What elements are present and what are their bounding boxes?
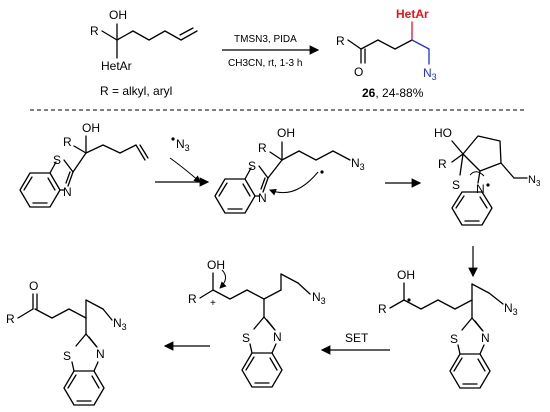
mech-substrate: S N R OH — [19, 121, 149, 208]
mech6-n-label: N — [96, 347, 105, 361]
general-product: R O HetAr N3 — [336, 7, 437, 82]
mech-ketyl-radical: R OH N3 S N — [378, 268, 518, 389]
ketyl-radical-dot — [407, 298, 411, 302]
mech4-n3-label: N3 — [504, 301, 518, 317]
mech4-n-label: N — [481, 331, 490, 345]
mech1-r-label: R — [63, 135, 72, 149]
mech1-n-label: N — [63, 185, 72, 199]
mech-radical-intermediate: S N R OH N3 — [214, 126, 365, 214]
mech-cyclic-intermediate: HO R N3 S N — [434, 126, 541, 226]
mech2-s-label: S — [248, 159, 256, 173]
mech3-n-label: N — [476, 182, 485, 196]
substrate-r-label: R — [90, 24, 99, 38]
azide-radical-dot — [171, 137, 175, 141]
reagents-bottom: CH3CN, rt, 1-3 h — [228, 58, 302, 69]
set-label: SET — [345, 331, 369, 345]
mech1-s-label: S — [53, 153, 61, 167]
mech4-s-label: S — [450, 332, 458, 346]
mech6-o-label: O — [29, 279, 38, 293]
mech4-r-label: R — [378, 302, 387, 316]
mech6-n3-label: N3 — [113, 316, 127, 332]
azide-radical-label: N3 — [176, 137, 190, 153]
mech3-n3-label: N3 — [528, 174, 541, 188]
mech5-oh-label: OH — [207, 258, 225, 272]
substrate-oh-label: OH — [109, 8, 127, 22]
mech2-n3-label: N3 — [351, 156, 365, 172]
carbon-radical-dot — [320, 170, 324, 174]
n-radical-dot — [486, 183, 490, 187]
mech2-r-label: R — [258, 141, 267, 155]
mech5-n-label: N — [273, 330, 282, 344]
product-n3-label: N3 — [423, 66, 437, 82]
substrate-hetar-label: HetAr — [101, 59, 132, 73]
mech5-n3-label: N3 — [312, 290, 326, 306]
ring-opening-curve — [469, 171, 485, 177]
mech6-r-label: R — [6, 312, 15, 326]
mech1-oh-label: OH — [82, 121, 100, 135]
mech-product: R O N3 S N — [6, 279, 127, 406]
mech5-s-label: S — [242, 331, 250, 345]
azide-addition-curve — [169, 157, 201, 183]
product-r-label: R — [336, 34, 345, 48]
cyclization-curve — [269, 171, 319, 196]
product-hetar-label: HetAr — [396, 7, 429, 21]
mech5-r-label: R — [188, 292, 197, 306]
product-label: 26, 24-88% — [362, 86, 424, 100]
mech4-oh-label: OH — [397, 268, 415, 282]
mech-cation: R OH + N3 S N — [188, 258, 326, 388]
mech2-n-label: N — [258, 191, 267, 205]
r-definition: R = alkyl, aryl — [100, 84, 172, 98]
general-substrate: R OH HetAr — [90, 8, 198, 73]
deprotonation-curve — [219, 269, 227, 289]
cation-plus: + — [210, 298, 216, 309]
reagents-top: TMSN3, PIDA — [234, 34, 297, 45]
mech3-s-label: S — [452, 178, 460, 192]
mech3-r-label: R — [438, 157, 447, 171]
product-o-label: O — [354, 65, 363, 79]
mech6-s-label: S — [63, 349, 71, 363]
mech3-ho-label: HO — [434, 126, 452, 140]
mech2-oh-label: OH — [277, 126, 295, 140]
